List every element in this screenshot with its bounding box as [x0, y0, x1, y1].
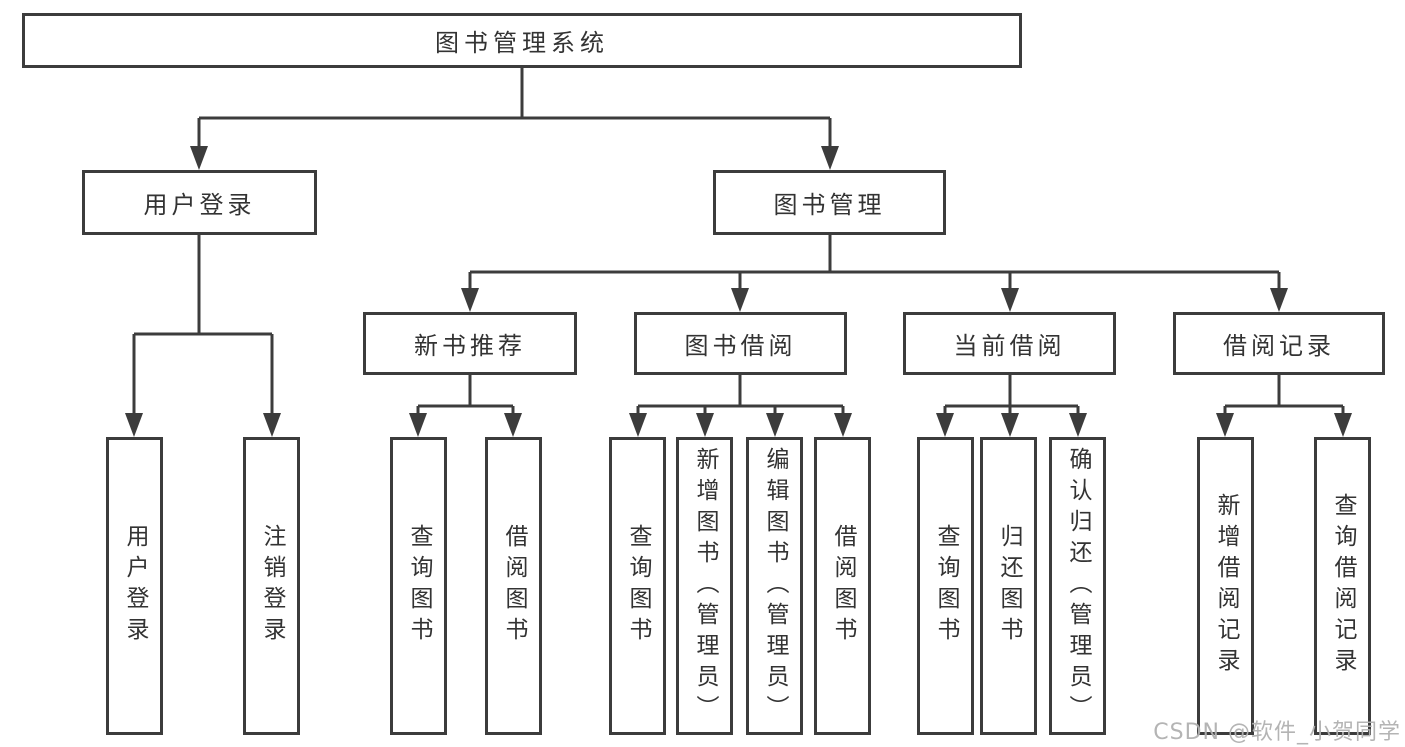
leaf-borrow-books-recommend: 借阅图书	[485, 437, 542, 735]
leaf-user-login: 用户登录	[106, 437, 163, 735]
leaf-logout: 注销登录	[243, 437, 300, 735]
arrow-down-icons	[125, 146, 1352, 437]
node-borrowing-records: 借阅记录	[1173, 312, 1385, 375]
leaf-edit-books-admin: 编辑图书（管理员）	[746, 437, 803, 735]
leaf-query-borrow-record: 查询借阅记录	[1314, 437, 1371, 735]
leaf-query-books-recommend: 查询图书	[390, 437, 447, 735]
node-new-book-recommendation: 新书推荐	[363, 312, 577, 375]
leaf-add-books-admin: 新增图书（管理员）	[676, 437, 733, 735]
node-book-management: 图书管理	[713, 170, 946, 235]
leaf-borrow-books-borrowing: 借阅图书	[814, 437, 871, 735]
leaf-return-books: 归还图书	[980, 437, 1037, 735]
watermark: CSDN @软件_小贺同学	[1153, 720, 1401, 745]
node-current-borrowing: 当前借阅	[903, 312, 1116, 375]
node-user-login: 用户登录	[82, 170, 317, 235]
leaf-add-borrow-record: 新增借阅记录	[1197, 437, 1254, 735]
node-library-management-system: 图书管理系统	[22, 13, 1022, 68]
leaf-confirm-return-admin: 确认归还（管理员）	[1049, 437, 1106, 735]
node-book-borrowing: 图书借阅	[634, 312, 847, 375]
leaf-query-books-borrowing: 查询图书	[609, 437, 666, 735]
leaf-query-books-current: 查询图书	[917, 437, 974, 735]
